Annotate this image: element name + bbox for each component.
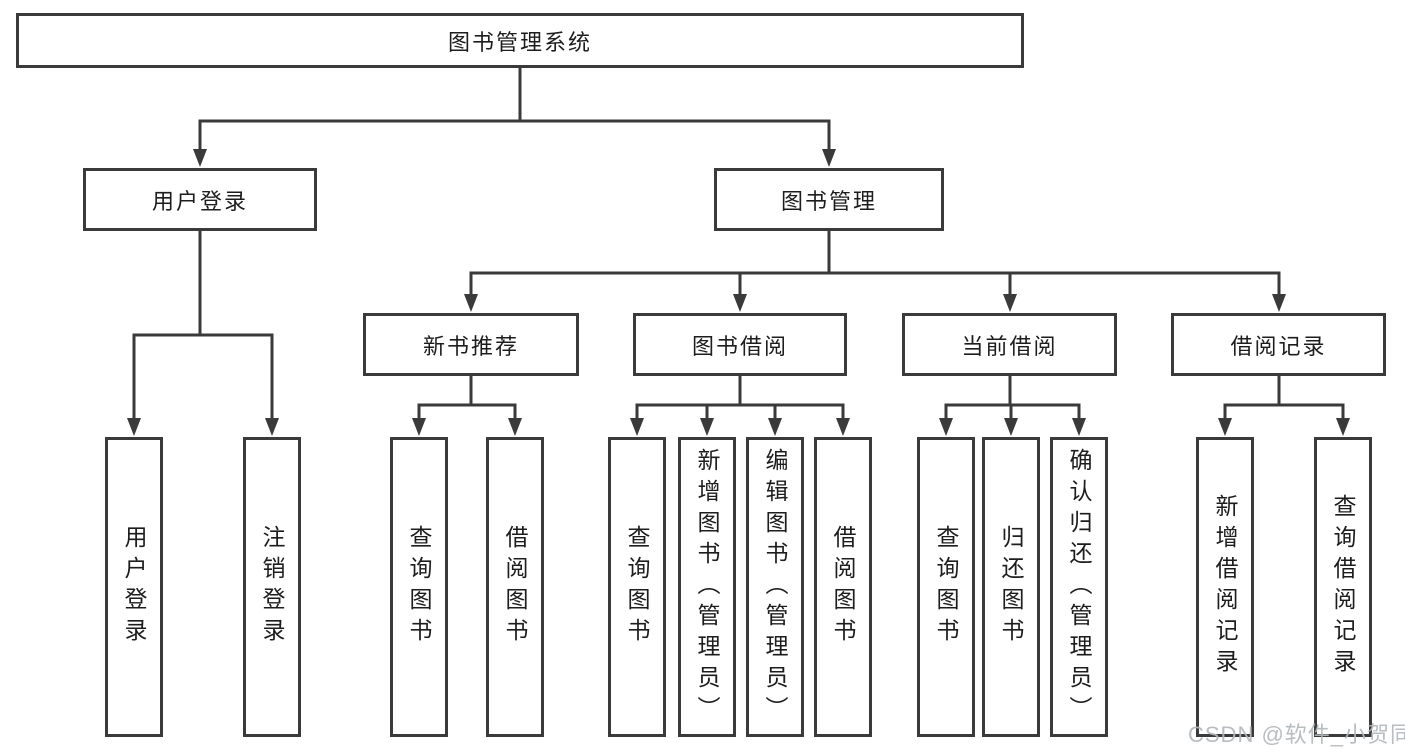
csdn-watermark: CSDN @软件_小贺同学 — [1188, 722, 1405, 747]
node-current-borrowing: 当前借阅 — [902, 313, 1117, 376]
node-library-system: 图书管理系统 — [16, 13, 1024, 68]
arrowhead-down-icon — [508, 418, 522, 436]
arrowhead-down-icon — [464, 294, 478, 312]
arrowhead-down-icon — [939, 418, 953, 436]
arrowhead-down-icon — [836, 418, 850, 436]
node-borrowing-records: 借阅记录 — [1171, 313, 1386, 376]
leaf-user-login: 用户登录 — [105, 437, 163, 737]
node-book-borrowing: 图书借阅 — [633, 313, 847, 376]
leaf-return-books: 归还图书 — [982, 437, 1040, 737]
leaf-add-books-admin: 新增图书（管理员） — [678, 437, 736, 737]
arrowhead-down-icon — [1272, 294, 1286, 312]
leaf-borrow-books-recommend: 借阅图书 — [486, 437, 544, 737]
leaf-query-borrow-record: 查询借阅记录 — [1314, 437, 1372, 737]
arrowhead-down-icon — [1072, 418, 1086, 436]
arrowhead-down-icon — [265, 418, 279, 436]
leaf-edit-books-admin: 编辑图书（管理员） — [746, 437, 804, 737]
arrowhead-down-icon — [700, 418, 714, 436]
arrowhead-down-icon — [822, 149, 836, 167]
leaf-query-books-recommend: 查询图书 — [390, 437, 448, 737]
leaf-confirm-return-admin: 确认归还（管理员） — [1050, 437, 1108, 737]
arrowhead-down-icon — [1218, 418, 1232, 436]
arrowhead-down-icon — [1003, 294, 1017, 312]
arrowhead-down-icon — [412, 418, 426, 436]
leaf-borrow-books-borrowing: 借阅图书 — [814, 437, 872, 737]
leaf-logout: 注销登录 — [243, 437, 301, 737]
arrowhead-down-icon — [768, 418, 782, 436]
node-new-book-recommendation: 新书推荐 — [363, 313, 579, 376]
node-book-management: 图书管理 — [714, 168, 944, 231]
arrowhead-down-icon — [630, 418, 644, 436]
arrowhead-down-icon — [193, 149, 207, 167]
node-user-login: 用户登录 — [83, 168, 317, 231]
leaf-add-borrow-record: 新增借阅记录 — [1196, 437, 1254, 737]
arrowhead-down-icon — [1004, 418, 1018, 436]
leaf-query-books-current: 查询图书 — [917, 437, 975, 737]
arrowhead-down-icon — [127, 418, 141, 436]
arrowhead-down-icon — [1336, 418, 1350, 436]
arrowhead-down-icon — [733, 294, 747, 312]
leaf-query-books-borrowing: 查询图书 — [608, 437, 666, 737]
